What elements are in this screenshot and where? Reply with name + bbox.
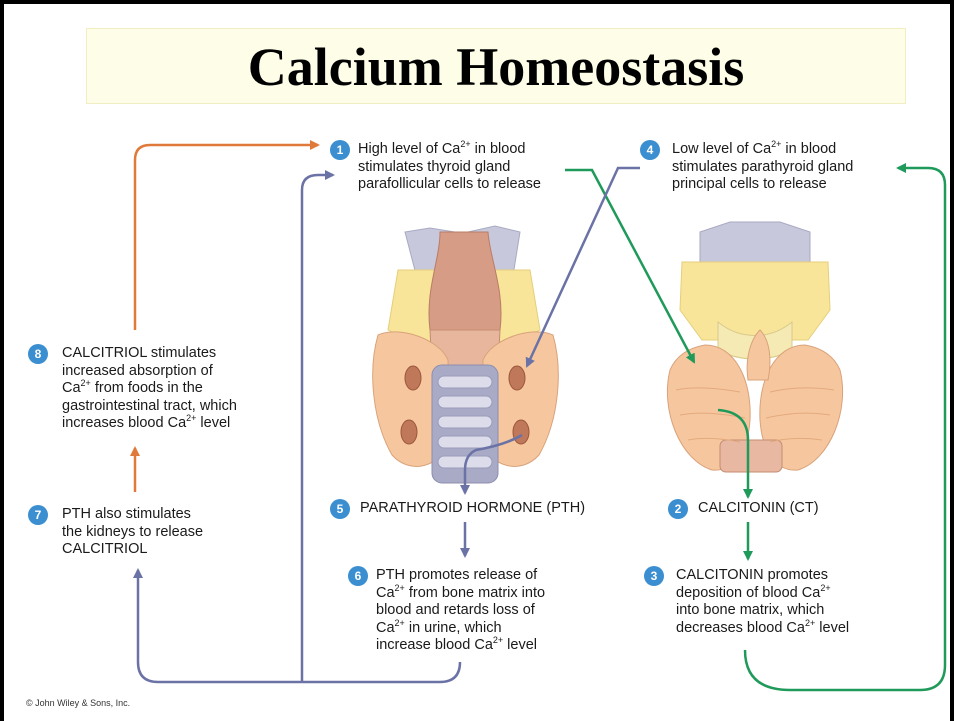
step-number-badge: 2 [668, 499, 688, 519]
step-number-badge: 6 [348, 566, 368, 586]
step-line: principal cells to release [672, 176, 853, 194]
step-line: into bone matrix, which [676, 602, 849, 620]
step-line: stimulates thyroid gland [358, 159, 541, 177]
step-line: Low level of Ca2+ in blood [672, 141, 853, 159]
step-line: CALCITRIOL stimulates [62, 345, 237, 363]
step-number-badge: 3 [644, 566, 664, 586]
step-line: Ca2+ from bone matrix into [376, 585, 545, 603]
step-line: High level of Ca2+ in blood [358, 141, 541, 159]
step-text: PTH also stimulates the kidneys to relea… [62, 506, 203, 559]
step-line: deposition of blood Ca2+ [676, 585, 849, 603]
step-line: the kidneys to release [62, 524, 203, 542]
step-text: Low level of Ca2+ in blood stimulates pa… [672, 141, 853, 194]
step-line: decreases blood Ca2+ level [676, 620, 849, 638]
step-number-badge: 7 [28, 505, 48, 525]
step-number-badge: 4 [640, 140, 660, 160]
step-text: CALCITONIN promotes deposition of blood … [676, 567, 849, 637]
step-number-badge: 8 [28, 344, 48, 364]
step-text: CALCITRIOL stimulates increased absorpti… [62, 345, 237, 433]
step-line: Ca2+ in urine, which [376, 620, 545, 638]
step-line: increases blood Ca2+ level [62, 415, 237, 433]
copyright-credit: © John Wiley & Sons, Inc. [26, 698, 130, 708]
thyroid-posterior-illustration [373, 226, 559, 483]
step-number-badge: 5 [330, 499, 350, 519]
step-text: PARATHYROID HORMONE (PTH) [360, 500, 585, 518]
step-text: PTH promotes release of Ca2+ from bone m… [376, 567, 545, 655]
step-line: CALCITRIOL [62, 541, 203, 559]
thyroid-anterior-illustration [667, 222, 842, 472]
step-line: parafollicular cells to release [358, 176, 541, 194]
step-line: stimulates parathyroid gland [672, 159, 853, 177]
step-line: CALCITONIN (CT) [698, 500, 819, 518]
step-line: increase blood Ca2+ level [376, 637, 545, 655]
step-text: CALCITONIN (CT) [698, 500, 819, 518]
step-line: PTH also stimulates [62, 506, 203, 524]
orange-feedback-arrows [135, 145, 318, 492]
step-line: gastrointestinal tract, which [62, 398, 237, 416]
step-line: PARATHYROID HORMONE (PTH) [360, 500, 585, 518]
step-line: Ca2+ from foods in the [62, 380, 237, 398]
step-number-badge: 1 [330, 140, 350, 160]
step-text: High level of Ca2+ in blood stimulates t… [358, 141, 541, 194]
